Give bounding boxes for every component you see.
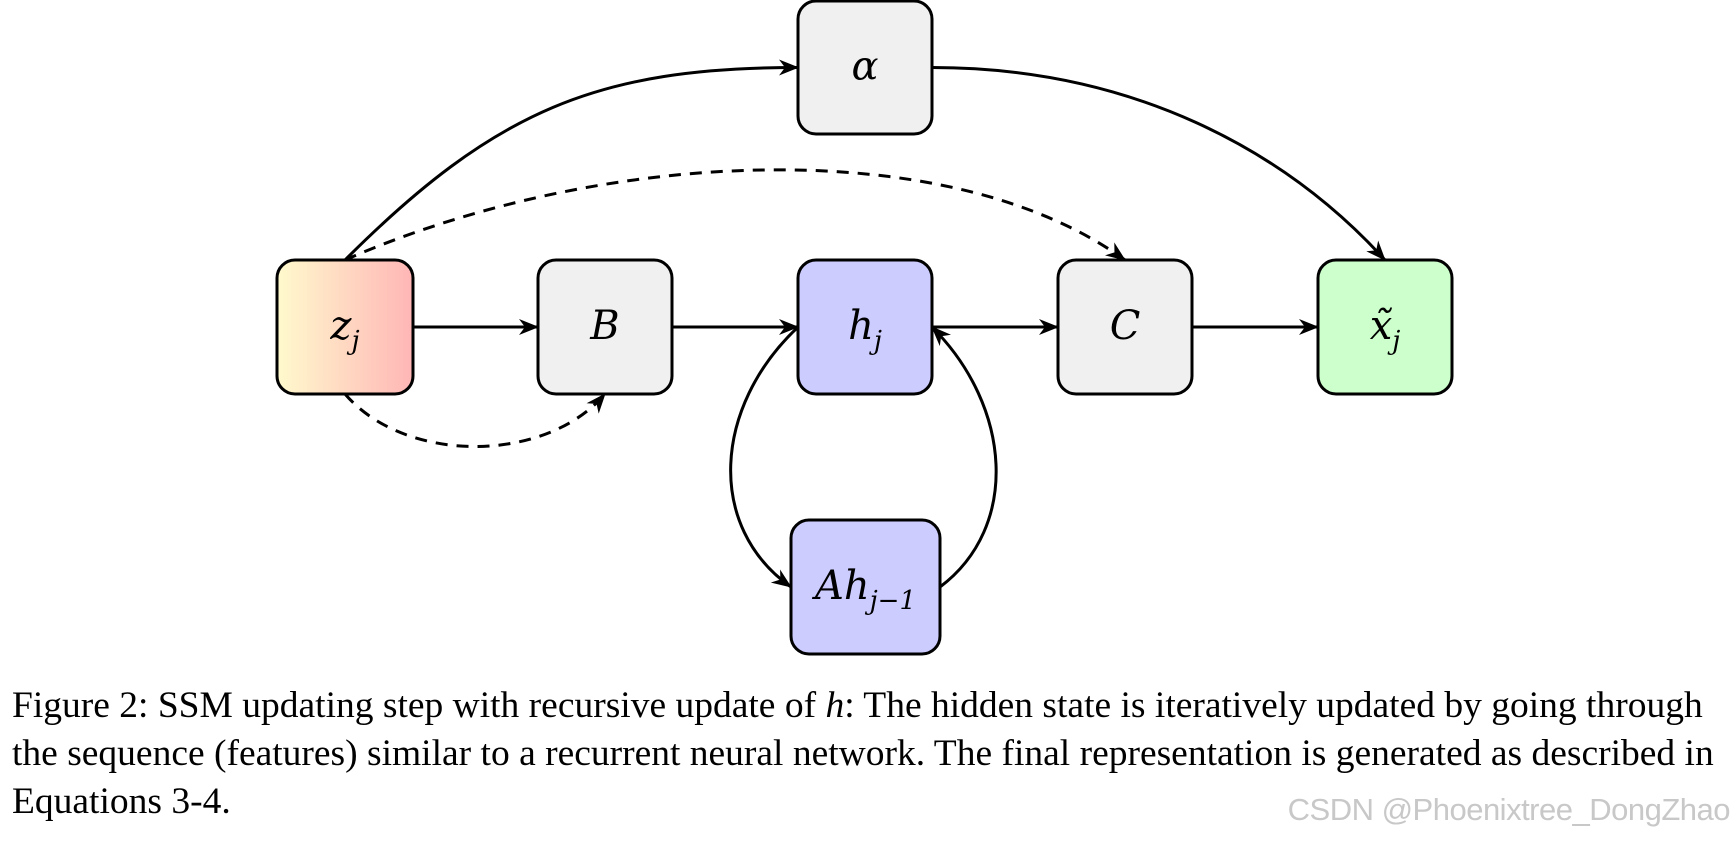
node-box	[1056, 258, 1194, 396]
node-label: α	[851, 44, 878, 90]
edge-Ah-to-h	[930, 325, 998, 589]
node-label: zj	[329, 303, 359, 356]
node-box	[1316, 258, 1454, 396]
node-h: hj	[796, 258, 934, 396]
node-label: x̃j	[1370, 303, 1401, 356]
node-x: x̃j	[1316, 258, 1454, 396]
node-box	[796, 0, 934, 136]
node-label: Ahj−1	[811, 563, 916, 616]
node-box	[789, 518, 942, 656]
edge-z-to-alpha	[343, 59, 799, 262]
edge-h-to-Ah	[729, 325, 800, 589]
node-label: C	[1110, 303, 1141, 349]
edge-alpha-to-x	[931, 66, 1387, 262]
node-label: hj	[848, 303, 882, 356]
node-z: zj	[275, 258, 415, 396]
node-Ah: Ahj−1	[789, 518, 942, 656]
node-alpha: α	[796, 0, 934, 136]
figure-caption: Figure 2: SSM updating step with recursi…	[12, 682, 1724, 826]
edge-z-to-B-dashed	[343, 393, 607, 448]
edges-layer	[343, 59, 1387, 589]
node-C: C	[1056, 258, 1194, 396]
caption-suffix: : The hidden state is iteratively update…	[12, 685, 1714, 822]
watermark: CSDN @Phoenixtree_DongZhao	[1287, 792, 1731, 827]
node-box	[796, 258, 934, 396]
node-box	[536, 258, 674, 396]
caption-prefix: Figure 2: SSM updating step with recursi…	[12, 685, 826, 726]
node-B: B	[536, 258, 674, 396]
node-label: B	[589, 303, 619, 349]
caption-var: h	[825, 685, 845, 726]
node-box	[275, 258, 415, 396]
edge-z-to-C-dashed	[344, 168, 1126, 262]
